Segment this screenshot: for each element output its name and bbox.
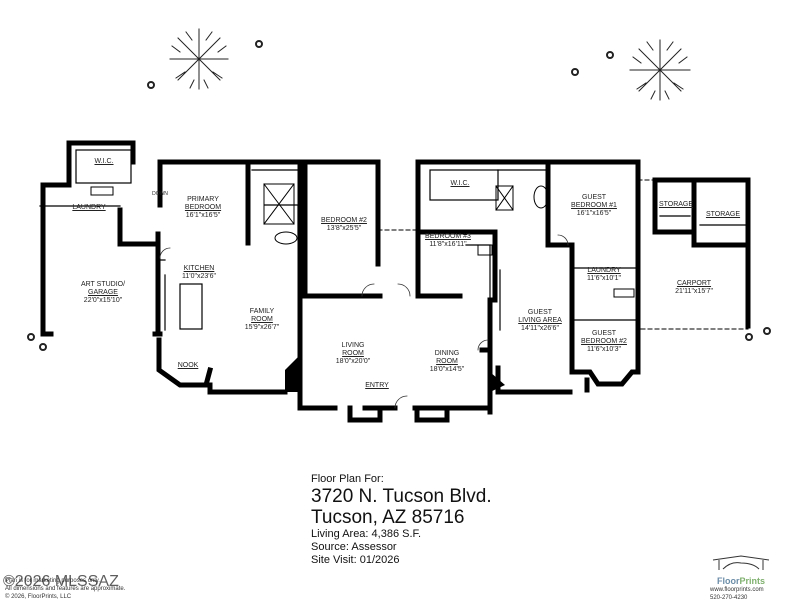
address-line-1: 3720 N. Tucson Blvd. xyxy=(311,486,492,507)
logo-brand: FloorPrints xyxy=(716,576,765,586)
room-label-wic-left: W.I.C. xyxy=(94,158,114,165)
info-heading: Floor Plan For: xyxy=(311,473,384,485)
tree-icon xyxy=(629,39,691,101)
room-label-primary-bedroom: PRIMARY BEDROOM 16'1"x16'5" xyxy=(184,196,222,219)
tree-icon xyxy=(169,28,229,90)
room-label-living-room: LIVING ROOM 18'0"x20'0" xyxy=(335,342,371,365)
disclaimer-line-2: All dimensions and features are approxim… xyxy=(5,586,126,592)
room-label-art-studio-garage: ART STUDIO/ GARAGE 22'0"x15'10" xyxy=(80,281,126,304)
room-label-guest-bedroom-1: GUEST BEDROOM #1 16'1"x16'5" xyxy=(571,194,617,217)
mls-watermark: ©2026 MLSSAZ xyxy=(3,573,119,590)
room-label-laundry-left: LAUNDRY xyxy=(72,204,106,211)
room-label-family-room: FAMILY ROOM 15'9"x26'7" xyxy=(244,308,280,331)
room-label-storage-2: STORAGE xyxy=(705,211,741,218)
address-line-2: Tucson, AZ 85716 xyxy=(311,507,465,528)
disclaimer-line-3: © 2026, FloorPrints, LLC xyxy=(5,594,72,600)
disclaimer-line-1: Plan is for marketing purposes only. xyxy=(5,578,100,584)
logo-phone: 520-270-4230 xyxy=(710,595,748,601)
house-roof-icon xyxy=(712,555,770,570)
floorprints-logo: FloorPrints www.floorprints.com 520-270-… xyxy=(706,555,776,602)
stairs-down-label: DOWN xyxy=(152,191,168,197)
room-label-guest-living-area: GUEST LIVING AREA 14'11"x26'6" xyxy=(518,309,562,332)
site-visit: Site Visit: 01/2026 xyxy=(311,554,400,566)
shrub-icon xyxy=(27,40,771,351)
room-label-guest-bedroom-2: GUEST BEDROOM #2 11'6"x10'3" xyxy=(581,330,627,353)
room-label-wic-right: W.I.C. xyxy=(450,180,470,187)
disclaimer: Plan is for marketing purposes only. All… xyxy=(5,577,125,601)
logo-website: www.floorprints.com xyxy=(710,587,764,593)
room-label-laundry-right: LAUNDRY 11'6"x10'1" xyxy=(587,267,621,282)
room-label-entry: ENTRY xyxy=(365,382,389,389)
room-label-bedroom-2: BEDROOM #2 13'8"x25'5" xyxy=(321,217,367,232)
living-area: Living Area: 4,386 S.F. xyxy=(311,528,422,540)
room-label-kitchen: KITCHEN 11'0"x23'6" xyxy=(182,265,216,280)
room-label-nook: NOOK xyxy=(177,362,199,369)
room-label-carport: CARPORT 21'11"x15'7" xyxy=(675,280,713,295)
room-label-bedroom-3: BEDROOM #3 11'8"x16'11" xyxy=(425,233,471,248)
property-info: Floor Plan For: 3720 N. Tucson Blvd. Tuc… xyxy=(311,473,492,567)
room-label-storage-1: STORAGE xyxy=(658,201,694,208)
room-label-dining-room: DINING ROOM 18'0"x14'5" xyxy=(429,350,465,373)
source: Source: Assessor xyxy=(311,541,397,553)
